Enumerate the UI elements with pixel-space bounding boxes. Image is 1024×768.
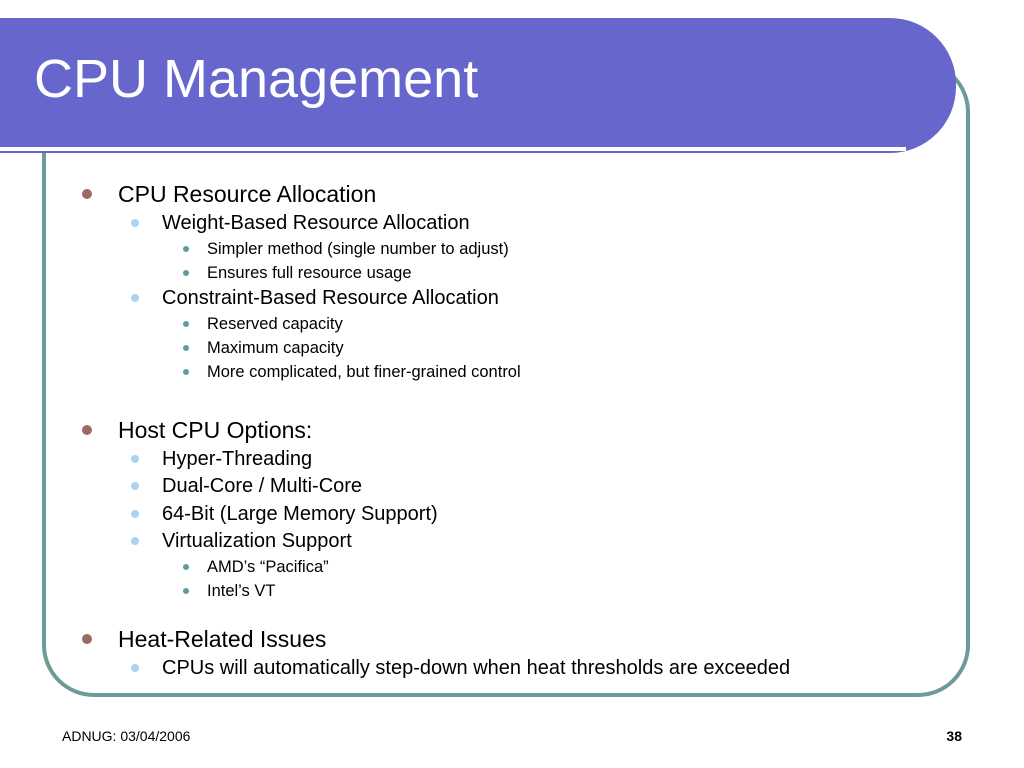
bullet-dot-icon xyxy=(183,564,189,570)
bullet-text: Simpler method (single number to adjust) xyxy=(207,240,509,258)
bullet-text: CPUs will automatically step-down when h… xyxy=(162,657,791,679)
bullet-item: Ensures full resource usage xyxy=(183,263,412,283)
bullet-text: Heat-Related Issues xyxy=(118,626,327,652)
content-frame xyxy=(42,60,970,697)
page-number: 38 xyxy=(946,728,962,744)
bullet-text: AMD’s “Pacifica” xyxy=(207,558,329,576)
title-underline xyxy=(0,147,906,151)
bullet-dot-icon xyxy=(82,425,92,435)
bullet-dot-icon xyxy=(183,369,189,375)
bullet-text: CPU Resource Allocation xyxy=(118,181,377,207)
bullet-item: Dual-Core / Multi-Core xyxy=(131,474,363,498)
bullet-item: Reserved capacity xyxy=(183,314,343,334)
bullet-dot-icon xyxy=(183,345,189,351)
bullet-text: Hyper-Threading xyxy=(162,448,313,470)
bullet-text: Weight-Based Resource Allocation xyxy=(162,212,470,234)
bullet-item: AMD’s “Pacifica” xyxy=(183,557,329,577)
bullet-text: 64-Bit (Large Memory Support) xyxy=(162,503,438,525)
bullet-item: Hyper-Threading xyxy=(131,447,313,471)
bullet-text: More complicated, but finer-grained cont… xyxy=(207,363,521,381)
bullet-text: Host CPU Options: xyxy=(118,417,313,443)
bullet-dot-icon xyxy=(131,294,139,302)
bullet-dot-icon xyxy=(82,189,92,199)
bullet-text: Ensures full resource usage xyxy=(207,264,412,282)
bullet-dot-icon xyxy=(183,246,189,252)
bullet-dot-icon xyxy=(131,219,139,227)
bullet-item: CPU Resource Allocation xyxy=(82,181,377,207)
bullet-text: Intel’s VT xyxy=(207,582,276,600)
slide-title: CPU Management xyxy=(34,49,479,109)
bullet-item: Heat-Related Issues xyxy=(82,626,327,652)
footer-date: ADNUG: 03/04/2006 xyxy=(62,728,191,744)
bullet-dot-icon xyxy=(183,270,189,276)
bullet-text: Dual-Core / Multi-Core xyxy=(162,475,363,497)
bullet-dot-icon xyxy=(82,634,92,644)
bullet-text: Constraint-Based Resource Allocation xyxy=(162,287,499,309)
bullet-dot-icon xyxy=(183,321,189,327)
bullet-text: Maximum capacity xyxy=(207,339,344,357)
bullet-text: Virtualization Support xyxy=(162,530,352,552)
bullet-item: Host CPU Options: xyxy=(82,417,313,443)
bullet-item: Maximum capacity xyxy=(183,338,344,358)
bullet-item: Simpler method (single number to adjust) xyxy=(183,239,509,259)
bullet-item: Weight-Based Resource Allocation xyxy=(131,211,470,235)
bullet-dot-icon xyxy=(131,455,139,463)
bullet-dot-icon xyxy=(131,482,139,490)
bullet-item: CPUs will automatically step-down when h… xyxy=(131,656,791,680)
bullet-dot-icon xyxy=(131,510,139,518)
bullet-item: Intel’s VT xyxy=(183,581,276,601)
bullet-dot-icon xyxy=(131,664,139,672)
bullet-item: Constraint-Based Resource Allocation xyxy=(131,286,499,310)
bullet-item: 64-Bit (Large Memory Support) xyxy=(131,502,438,526)
title-bar xyxy=(0,18,956,153)
bullet-item: Virtualization Support xyxy=(131,529,352,553)
bullet-item: More complicated, but finer-grained cont… xyxy=(183,362,521,382)
bullet-text: Reserved capacity xyxy=(207,315,343,333)
bullet-dot-icon xyxy=(183,588,189,594)
bullet-dot-icon xyxy=(131,537,139,545)
